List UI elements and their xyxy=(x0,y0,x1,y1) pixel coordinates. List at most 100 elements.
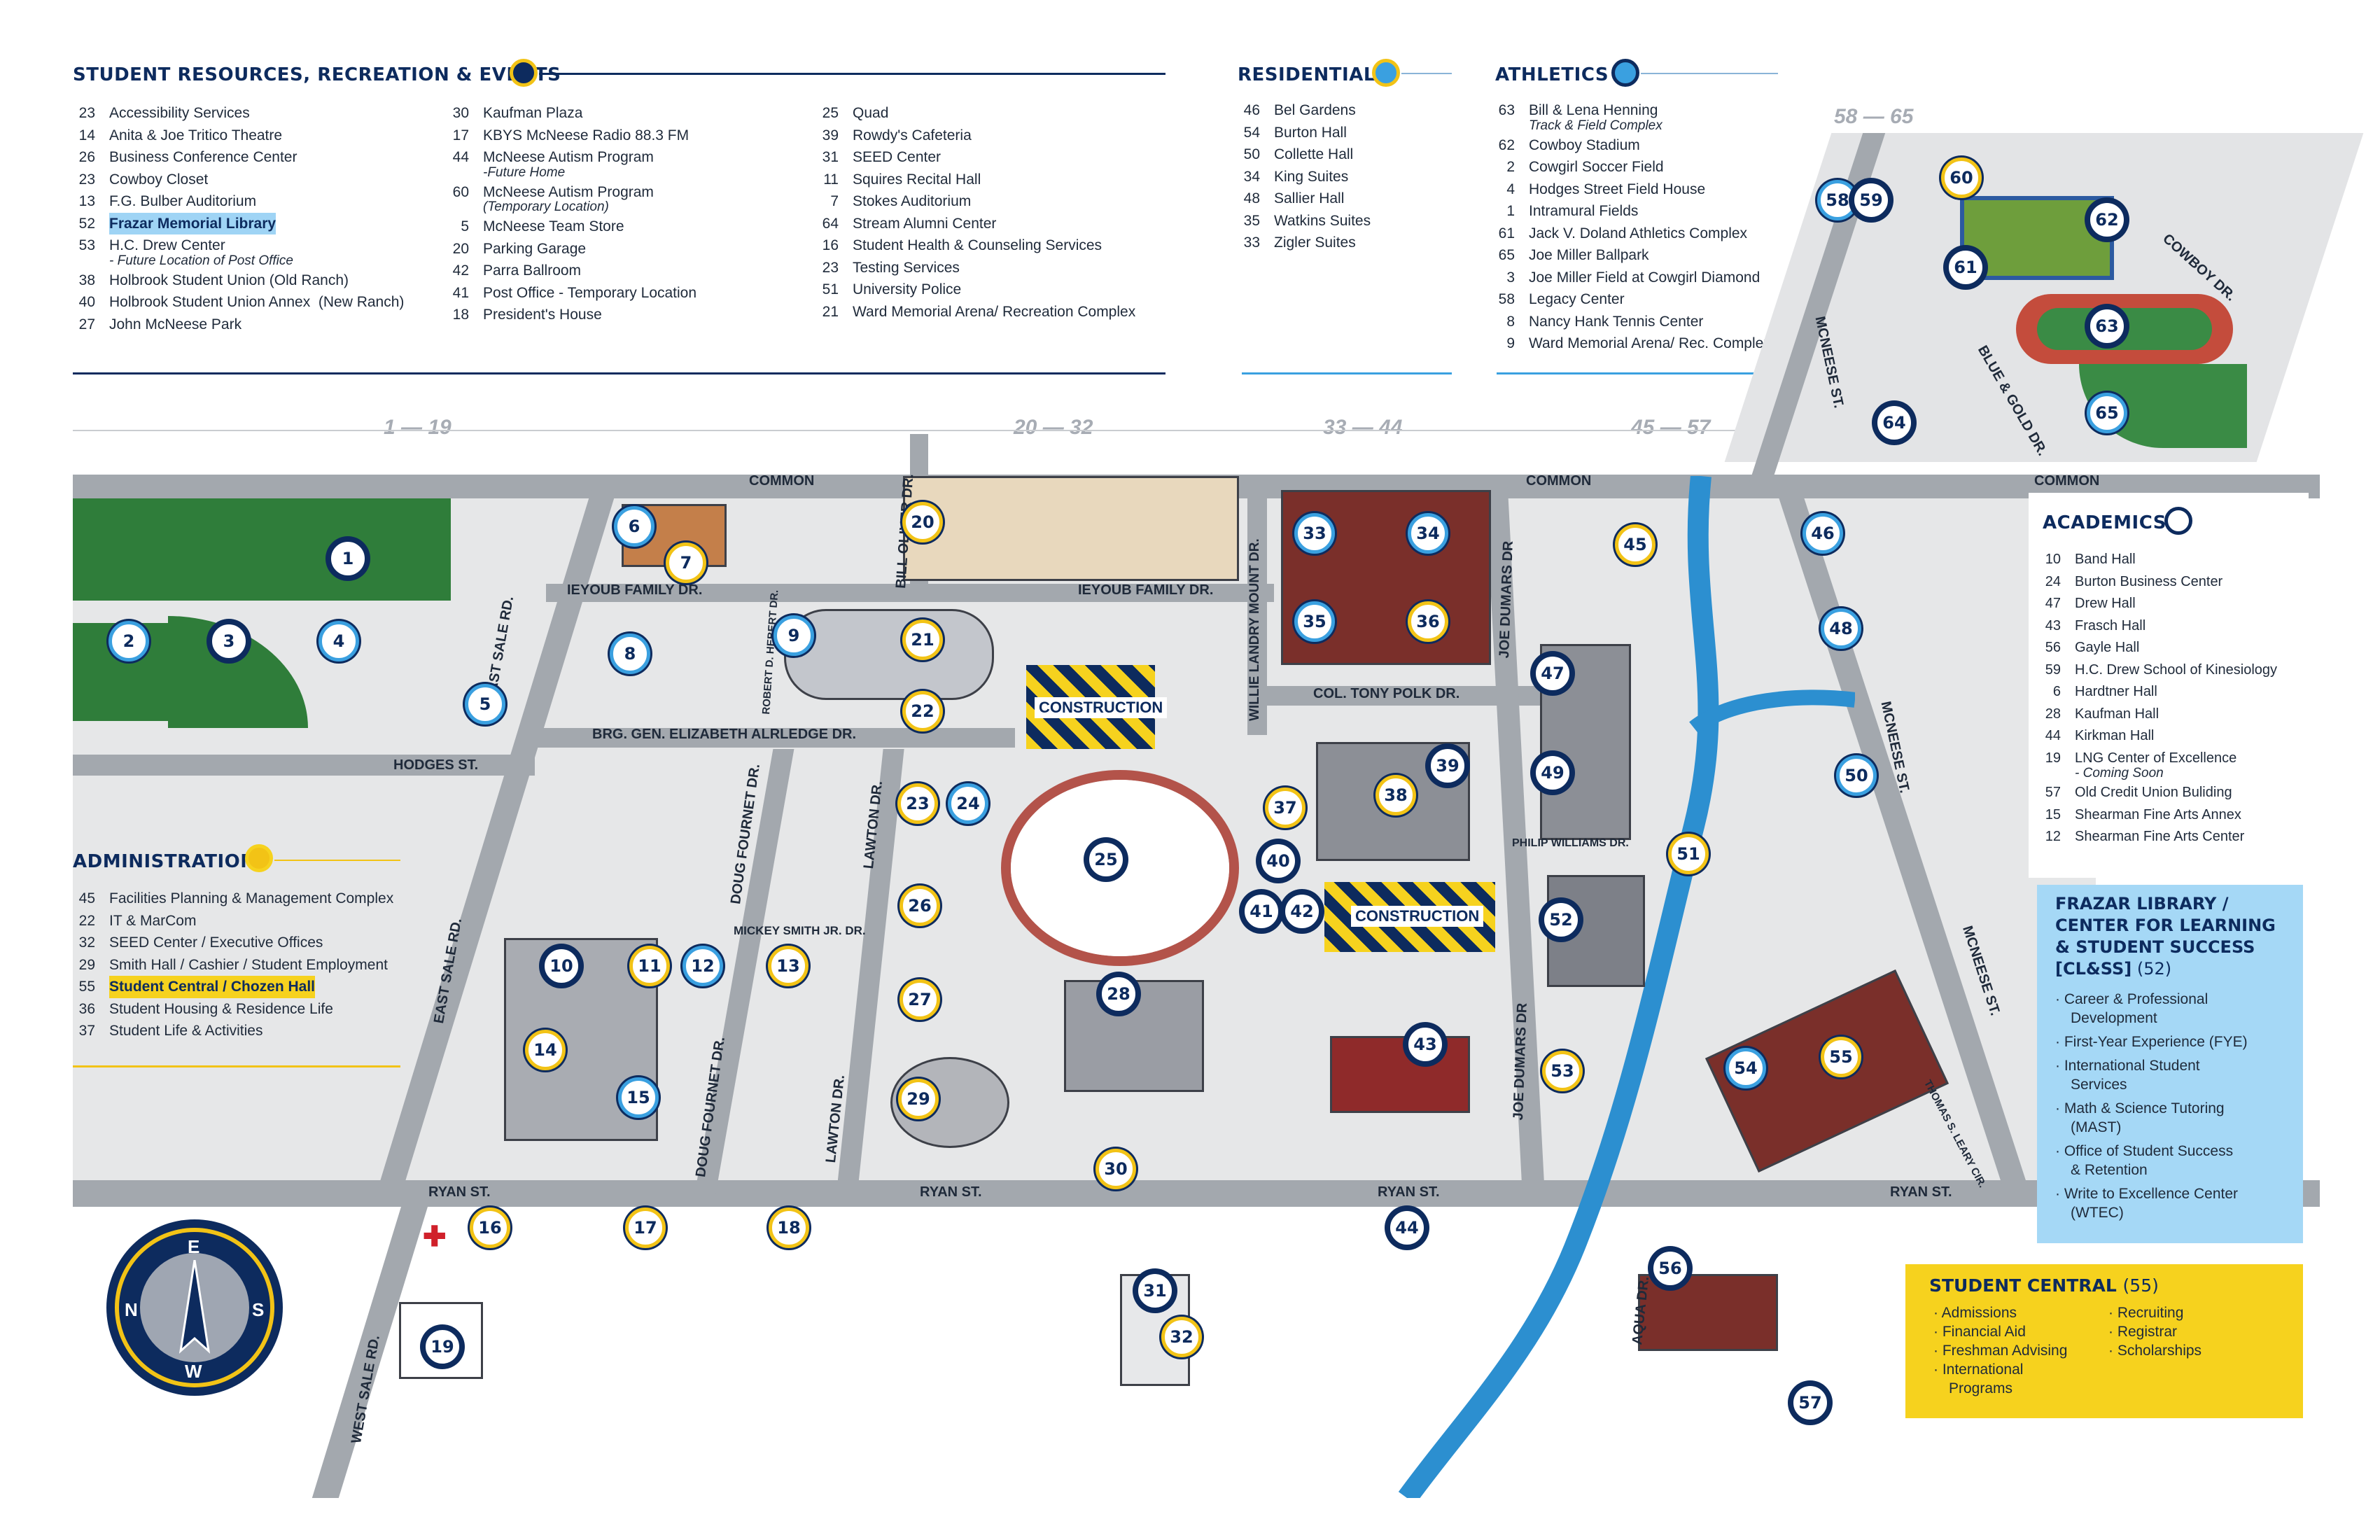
map-marker-7[interactable]: 7 xyxy=(666,542,706,583)
map-marker-63[interactable]: 63 xyxy=(2087,306,2127,346)
map-marker-37[interactable]: 37 xyxy=(1265,788,1306,828)
map-marker-58[interactable]: 58 xyxy=(1817,180,1858,220)
map-marker-17[interactable]: 17 xyxy=(625,1208,666,1248)
map-marker-9[interactable]: 9 xyxy=(774,615,814,656)
list-item-number: 29 xyxy=(78,956,95,973)
map-marker-30[interactable]: 30 xyxy=(1096,1149,1136,1189)
compass-needle-icon xyxy=(178,1260,211,1354)
map-marker-4[interactable]: 4 xyxy=(318,621,359,662)
frazar-panel xyxy=(2037,885,2303,1243)
map-marker-39[interactable]: 39 xyxy=(1427,746,1468,786)
list-item-number: 22 xyxy=(78,912,95,929)
map-marker-16[interactable]: 16 xyxy=(470,1208,510,1248)
map-marker-35[interactable]: 35 xyxy=(1294,601,1335,642)
map-marker-64[interactable]: 64 xyxy=(1874,402,1914,443)
map-marker-6[interactable]: 6 xyxy=(614,506,654,547)
map-marker-33[interactable]: 33 xyxy=(1294,513,1335,554)
map-marker-19[interactable]: 19 xyxy=(422,1326,463,1367)
map-marker-32[interactable]: 32 xyxy=(1161,1317,1202,1357)
list-item-subtitle: Track & Field Complex xyxy=(1529,118,1662,133)
map-marker-23[interactable]: 23 xyxy=(897,783,938,824)
map-marker-36[interactable]: 36 xyxy=(1408,601,1448,642)
map-marker-10[interactable]: 10 xyxy=(541,946,582,986)
label-ryan-4: RYAN ST. xyxy=(1890,1184,1952,1200)
map-marker-2[interactable]: 2 xyxy=(108,621,149,662)
map-marker-59[interactable]: 59 xyxy=(1851,180,1891,220)
map-marker-22[interactable]: 22 xyxy=(902,691,943,732)
map-marker-60[interactable]: 60 xyxy=(1941,158,1982,198)
map-marker-25[interactable]: 25 xyxy=(1086,839,1126,880)
map-marker-40[interactable]: 40 xyxy=(1258,841,1298,881)
map-marker-62[interactable]: 62 xyxy=(2087,200,2127,240)
map-marker-28[interactable]: 28 xyxy=(1098,974,1139,1014)
map-marker-12[interactable]: 12 xyxy=(682,946,723,986)
map-marker-26[interactable]: 26 xyxy=(899,886,940,926)
map-marker-61[interactable]: 61 xyxy=(1945,247,1986,288)
map-marker-49[interactable]: 49 xyxy=(1532,752,1573,793)
map-marker-20[interactable]: 20 xyxy=(902,502,943,542)
list-item-name: Quad xyxy=(853,105,889,121)
map-marker-44[interactable]: 44 xyxy=(1387,1208,1427,1248)
map-marker-52[interactable]: 52 xyxy=(1541,899,1581,940)
list-item-name: President's House xyxy=(483,307,602,323)
building-parking-garage xyxy=(903,476,1239,581)
map-marker-34[interactable]: 34 xyxy=(1408,513,1448,554)
list-item-number: 57 xyxy=(2045,785,2061,800)
map-marker-51[interactable]: 51 xyxy=(1668,834,1709,874)
map-marker-3[interactable]: 3 xyxy=(209,621,249,662)
list-item-number: 47 xyxy=(2045,596,2061,611)
map-marker-65[interactable]: 65 xyxy=(2087,393,2127,433)
map-marker-38[interactable]: 38 xyxy=(1376,775,1416,816)
map-marker-54[interactable]: 54 xyxy=(1726,1048,1766,1088)
map-marker-11[interactable]: 11 xyxy=(629,946,670,986)
map-marker-46[interactable]: 46 xyxy=(1802,513,1843,554)
map-marker-13[interactable]: 13 xyxy=(768,946,808,986)
list-item-name: John McNeese Park xyxy=(109,316,242,332)
frazar-title-line: & STUDENT SUCCESS xyxy=(2055,937,2255,957)
map-marker-1[interactable]: 1 xyxy=(328,538,368,579)
map-marker-24[interactable]: 24 xyxy=(948,783,988,824)
map-marker-55[interactable]: 55 xyxy=(1821,1037,1861,1077)
label-ryan-3: RYAN ST. xyxy=(1378,1184,1440,1200)
map-marker-31[interactable]: 31 xyxy=(1135,1270,1175,1311)
map-marker-50[interactable]: 50 xyxy=(1836,755,1877,796)
map-marker-27[interactable]: 27 xyxy=(899,979,940,1020)
map-marker-53[interactable]: 53 xyxy=(1542,1051,1583,1091)
map-marker-45[interactable]: 45 xyxy=(1615,524,1656,565)
list-item-number: 23 xyxy=(78,105,95,121)
map-marker-18[interactable]: 18 xyxy=(769,1208,809,1248)
map-marker-48[interactable]: 48 xyxy=(1821,608,1861,649)
list-item-number: 28 xyxy=(2045,706,2061,722)
range-20-32: 20 — 32 xyxy=(1014,416,1093,439)
map-marker-5[interactable]: 5 xyxy=(465,684,505,724)
map-marker-29[interactable]: 29 xyxy=(898,1079,939,1119)
map-marker-21[interactable]: 21 xyxy=(902,620,943,660)
label-common-1: COMMON xyxy=(749,473,815,489)
student-central-item: · Financial Aid xyxy=(1933,1324,2026,1340)
list-item-name: H.C. Drew Center xyxy=(109,237,225,253)
list-item-number: 18 xyxy=(452,307,469,323)
map-marker-14[interactable]: 14 xyxy=(525,1030,566,1070)
map-marker-57[interactable]: 57 xyxy=(1790,1382,1830,1423)
list-item-number: 23 xyxy=(78,171,95,188)
map-marker-42[interactable]: 42 xyxy=(1282,891,1322,932)
list-item-name: Kirkman Hall xyxy=(2075,728,2155,743)
map-marker-43[interactable]: 43 xyxy=(1405,1024,1446,1065)
list-item-number: 5 xyxy=(461,218,469,234)
map-marker-8[interactable]: 8 xyxy=(610,634,650,674)
map-marker-47[interactable]: 47 xyxy=(1532,653,1573,694)
label-ryan-2: RYAN ST. xyxy=(920,1184,982,1200)
map-marker-56[interactable]: 56 xyxy=(1650,1248,1690,1289)
map-marker-41[interactable]: 41 xyxy=(1241,891,1282,932)
list-item-number: 24 xyxy=(2045,573,2061,589)
map-marker-15[interactable]: 15 xyxy=(618,1077,659,1118)
